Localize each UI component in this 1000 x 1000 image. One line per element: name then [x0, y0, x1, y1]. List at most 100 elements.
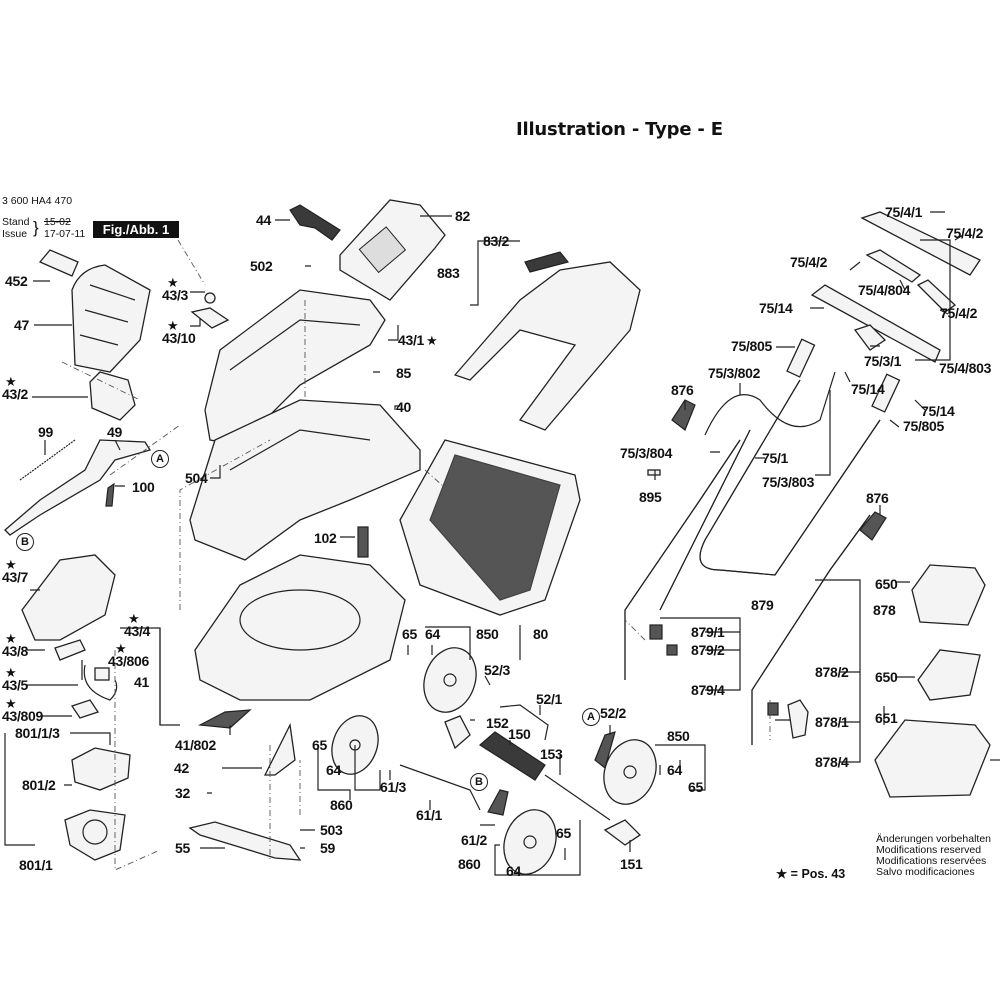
page-title: Illustration - Type - E [516, 119, 723, 140]
label-503: 503 [320, 822, 343, 838]
label-502: 502 [250, 258, 273, 274]
star-icon: ★ [5, 374, 17, 389]
label-153: 153 [540, 746, 563, 762]
label-801-1: 801/1 [19, 857, 53, 873]
part-650-battery-small [917, 649, 981, 701]
label-150: 150 [508, 726, 531, 742]
part-52-1-axle [499, 704, 549, 741]
stand-label: Stand [2, 216, 30, 228]
issue-value: 17-07-11 [44, 228, 86, 240]
part-44-grip [289, 204, 341, 241]
label-75-3-802: 75/3/802 [708, 365, 761, 381]
label-75-14-a: 75/14 [759, 300, 793, 316]
label-64-a: 64 [425, 626, 440, 642]
modifications-notice: Änderungen vorbehalten Modifications res… [876, 834, 991, 878]
label-895: 895 [639, 489, 662, 505]
part-52-2-lever [594, 731, 616, 770]
label-59: 59 [320, 840, 335, 856]
label-65-d: 65 [688, 779, 703, 795]
star-icon: ★ [5, 696, 17, 711]
label-99: 99 [38, 424, 53, 440]
assembly-centerlines [61, 239, 771, 871]
label-75-3-1: 75/3/1 [864, 353, 902, 369]
part-82-keypad-cover [339, 199, 446, 301]
label-85: 85 [396, 365, 411, 381]
label-65-a: 65 [402, 626, 417, 642]
label-43-7: 43/7 [2, 569, 29, 585]
part-100-pin [105, 482, 115, 507]
label-43-1: 43/1 [398, 332, 425, 348]
star-icon: ★ [426, 333, 438, 348]
label-52-1: 52/1 [536, 691, 563, 707]
reference-marker-a-2: A [582, 708, 600, 726]
part-49-lever [4, 439, 152, 536]
label-83-2: 83/2 [483, 233, 510, 249]
label-152: 152 [486, 715, 509, 731]
label-650-a: 650 [875, 576, 898, 592]
label-41: 41 [134, 674, 149, 690]
star-icon: ★ [5, 665, 17, 680]
part-650-battery-large [911, 564, 986, 626]
part-99-spring [19, 439, 76, 481]
part-43-4-bracket [54, 639, 86, 661]
label-878-1: 878/1 [815, 714, 849, 730]
label-61-2: 61/2 [461, 832, 488, 848]
figure-badge: Fig./Abb. 1 [93, 221, 179, 238]
part-75-805-sleeve-left [786, 338, 816, 378]
label-151: 151 [620, 856, 643, 872]
label-82: 82 [455, 208, 470, 224]
label-65-c: 65 [556, 825, 571, 841]
label-504: 504 [185, 470, 208, 486]
label-75-14-c: 75/14 [921, 403, 955, 419]
label-801-1-3: 801/1/3 [15, 725, 60, 741]
label-850-a: 850 [476, 626, 499, 642]
part-850-wheel-front [423, 647, 477, 713]
label-75-805-b: 75/805 [903, 418, 945, 434]
star-icon: ★ [115, 641, 127, 656]
label-64-d: 64 [667, 762, 682, 778]
label-650-b: 650 [875, 669, 898, 685]
part-80-grass-box [399, 439, 581, 616]
label-32: 32 [175, 785, 190, 801]
label-43-2: 43/2 [2, 386, 29, 402]
label-43-809: 43/809 [2, 708, 44, 724]
label-49: 49 [107, 424, 122, 440]
label-879-2: 879/2 [691, 642, 725, 658]
label-878-2: 878/2 [815, 664, 849, 680]
label-75-4-2-c: 75/4/2 [940, 305, 978, 321]
part-879-lower-handle-left [624, 439, 741, 680]
label-75-14-b: 75/14 [851, 381, 885, 397]
label-52-3: 52/3 [484, 662, 511, 678]
label-860-b: 860 [458, 856, 481, 872]
part-102-sleeve [357, 526, 369, 558]
reference-marker-a: A [151, 450, 169, 468]
stand-value: 15-02 [44, 216, 71, 228]
label-43-10: 43/10 [162, 330, 196, 346]
label-452: 452 [5, 273, 28, 289]
note-en: Modifications reserved [876, 844, 982, 856]
part-876-knob-right [859, 511, 887, 541]
label-100: 100 [132, 479, 155, 495]
label-878-4: 878/4 [815, 754, 849, 770]
part-47-cover [71, 264, 151, 373]
part-43-7-cover [21, 554, 116, 641]
label-801-2: 801/2 [22, 777, 56, 793]
label-80: 80 [533, 626, 548, 642]
label-75-4-804: 75/4/804 [858, 282, 911, 298]
part-43-2-housing [89, 371, 136, 421]
label-52-2: 52/2 [600, 705, 627, 721]
label-64-c: 64 [506, 863, 521, 879]
label-55: 55 [175, 840, 190, 856]
label-75-4-2-a: 75/4/2 [946, 225, 984, 241]
label-75-805-a: 75/805 [731, 338, 773, 354]
part-151-bracket [603, 819, 642, 846]
label-850-b: 850 [667, 728, 690, 744]
star-icon: ★ [128, 611, 140, 626]
label-75-1: 75/1 [762, 450, 789, 466]
part-43-10-plate [190, 307, 230, 329]
part-41-802-insert [197, 709, 252, 729]
part-651-charger [874, 719, 1000, 798]
label-876-b: 876 [866, 490, 889, 506]
label-75-4-2-b: 75/4/2 [790, 254, 828, 270]
